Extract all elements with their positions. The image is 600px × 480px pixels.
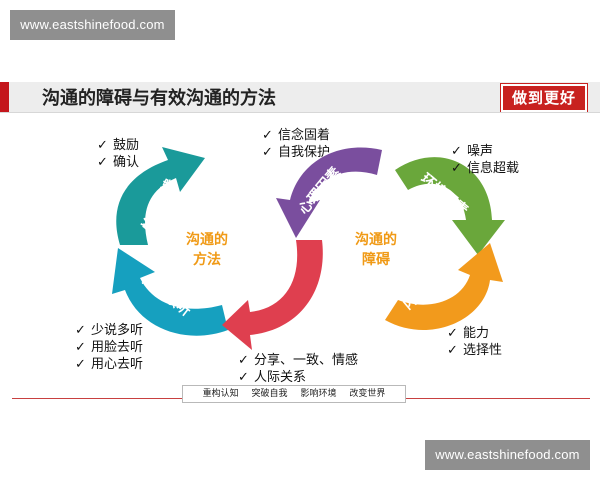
list-item: ✓确认: [97, 155, 140, 170]
header-accent: [0, 82, 9, 112]
list-item: ✓用脸去听: [75, 340, 144, 355]
slogan-item: 突破自我: [251, 389, 288, 399]
page-title: 沟通的障碍与有效沟通的方法: [42, 88, 276, 109]
arrow-feedback: [116, 147, 205, 245]
list-item: ✓少说多听: [75, 323, 144, 338]
barriers-center-label: 沟通的 障碍: [355, 230, 397, 270]
check-icon: ✓: [451, 161, 462, 176]
goal-bullets: ✓分享、一致、情感 ✓人际关系: [238, 352, 358, 386]
list-item: ✓分享、一致、情感: [238, 353, 359, 368]
check-icon: ✓: [451, 144, 462, 159]
list-item: ✓选择性: [447, 343, 503, 358]
slogan-item: 改变世界: [349, 389, 386, 399]
slogan-item: 重构认知: [202, 389, 239, 399]
check-icon: ✓: [238, 353, 249, 368]
check-icon: ✓: [75, 340, 86, 355]
check-icon: ✓: [447, 343, 458, 358]
check-icon: ✓: [262, 128, 273, 143]
psychological-bullets: ✓信念固着 ✓自我保护: [262, 127, 330, 161]
slogan-bar: 重构认知 突破自我 影响环境 改变世界: [182, 385, 406, 403]
environment-bullets: ✓噪声 ✓信息超载: [451, 143, 519, 177]
list-item: ✓信息超载: [451, 161, 520, 176]
check-icon: ✓: [238, 370, 249, 385]
list-item: ✓信念固着: [262, 128, 331, 143]
barriers-center-line1: 沟通的: [355, 232, 397, 248]
arrow-goal: [222, 240, 323, 350]
listening-bullets: ✓少说多听 ✓用脸去听 ✓用心去听: [75, 322, 143, 373]
check-icon: ✓: [262, 145, 273, 160]
barriers-center-line2: 障碍: [362, 252, 390, 268]
check-icon: ✓: [75, 323, 86, 338]
header-bar: [0, 82, 600, 112]
list-item: ✓用心去听: [75, 357, 144, 372]
arrow-environment: [395, 157, 505, 255]
check-icon: ✓: [75, 357, 86, 372]
internal-bullets: ✓能力 ✓选择性: [447, 325, 502, 359]
methods-center-line2: 方法: [193, 252, 221, 268]
check-icon: ✓: [97, 138, 108, 153]
watermark-top: www.eastshinefood.com: [10, 10, 175, 40]
list-item: ✓人际关系: [238, 370, 307, 385]
cycle-diagram: 恰当反馈 用心倾听 心理因素 明确目标 环境因素 内部因素: [112, 147, 505, 350]
watermark-bottom: www.eastshinefood.com: [425, 440, 590, 470]
check-icon: ✓: [97, 155, 108, 170]
check-icon: ✓: [447, 326, 458, 341]
list-item: ✓能力: [447, 326, 490, 341]
list-item: ✓鼓励: [97, 138, 140, 153]
slogan-item: 影响环境: [300, 389, 337, 399]
arrow-internal: [385, 243, 503, 331]
methods-center-label: 沟通的 方法: [186, 230, 228, 270]
list-item: ✓自我保护: [262, 145, 331, 160]
slogan-stamp: 做到更好: [500, 83, 588, 113]
methods-center-line1: 沟通的: [186, 232, 228, 248]
arrow-listening: [112, 248, 228, 336]
arrow-psychological: [276, 147, 382, 238]
header-divider: [0, 112, 600, 113]
list-item: ✓噪声: [451, 144, 494, 159]
feedback-bullets: ✓鼓励 ✓确认: [97, 137, 139, 171]
